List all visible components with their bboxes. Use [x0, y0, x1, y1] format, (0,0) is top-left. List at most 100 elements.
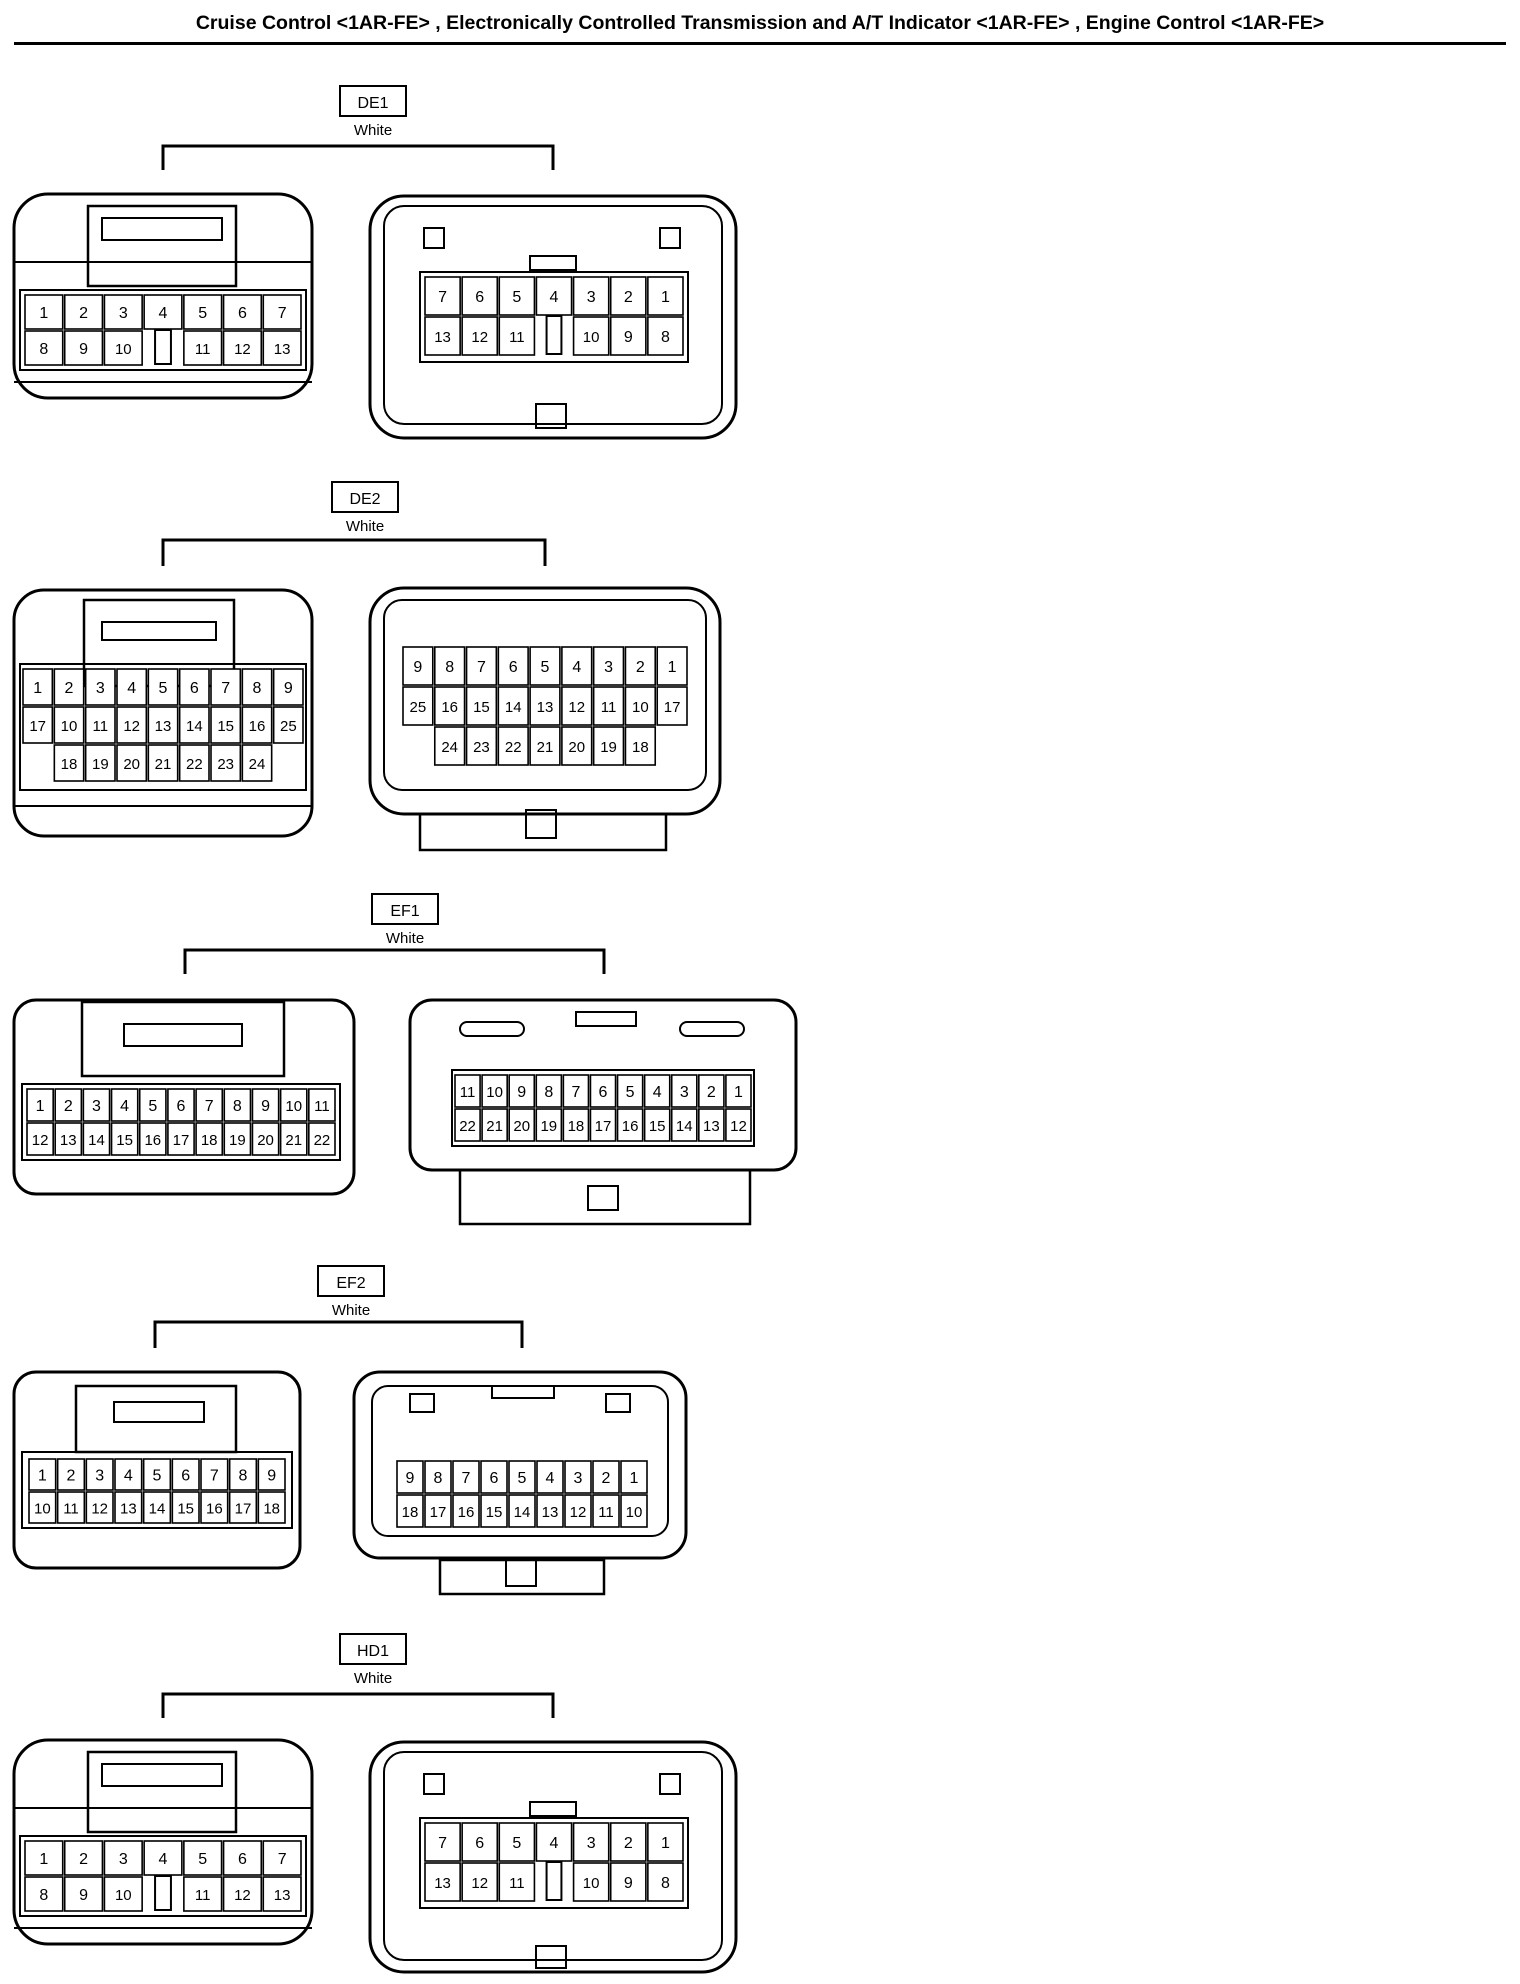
- connector-bracket: [161, 144, 555, 170]
- terminal-cavity: [53, 706, 85, 744]
- terminal-cavity: [647, 1822, 684, 1862]
- terminal-number: 12: [123, 718, 140, 735]
- terminal-cavity: [561, 726, 593, 766]
- terminal-number: 25: [280, 718, 297, 735]
- terminal-number: 23: [217, 756, 234, 773]
- terminal-number: 6: [181, 1468, 190, 1485]
- terminal-number: 5: [198, 305, 207, 322]
- terminal-number: 15: [177, 1501, 194, 1518]
- terminal-number: 8: [239, 1468, 248, 1485]
- terminal-number: 17: [235, 1501, 252, 1518]
- connector-bracket: [183, 948, 606, 974]
- connector-bracket: [153, 1320, 524, 1348]
- connector-code-box: [331, 481, 399, 513]
- connector-color: White: [332, 1302, 370, 1319]
- terminal-number: 2: [707, 1084, 716, 1101]
- terminal-cavity: [461, 316, 499, 356]
- title-divider: [14, 42, 1506, 45]
- terminal-cavity: [562, 1108, 590, 1142]
- terminal-cavity: [222, 1840, 263, 1876]
- terminal-cavity: [433, 686, 466, 726]
- lock-housing: [438, 1558, 606, 1596]
- terminal-number: 2: [64, 1098, 73, 1115]
- terminal-cavity: [84, 706, 116, 744]
- terminal-number: 15: [217, 718, 234, 735]
- terminal-number: 9: [267, 1468, 276, 1485]
- terminal-number: 3: [92, 1098, 101, 1115]
- terminal-number: 9: [413, 659, 422, 676]
- terminal-number: 1: [734, 1084, 743, 1101]
- terminal-cavity: [223, 1122, 252, 1156]
- terminal-number: 16: [441, 699, 458, 716]
- terminal-number: 24: [441, 739, 458, 756]
- terminal-number: 12: [471, 329, 488, 346]
- terminal-cavity: [53, 668, 85, 706]
- terminal-number: 7: [278, 1851, 287, 1868]
- terminal-number: 5: [198, 1851, 207, 1868]
- terminal-cavity: [222, 330, 263, 366]
- terminal-cavity: [241, 668, 273, 706]
- terminal-cavity: [147, 706, 179, 744]
- terminal-number: 11: [195, 341, 211, 358]
- terminal-cavity: [433, 646, 466, 686]
- terminal-number: 15: [486, 1504, 503, 1521]
- terminal-cavity: [171, 1491, 200, 1524]
- terminal-number: 7: [477, 659, 486, 676]
- terminal-cavity: [114, 1458, 143, 1491]
- terminal-cavity: [262, 1876, 302, 1912]
- terminal-cavity: [480, 1494, 508, 1528]
- connector-code-box: [339, 1633, 407, 1665]
- terminal-number: 10: [486, 1084, 503, 1101]
- terminal-cavity: [424, 276, 461, 316]
- terminal-number: 16: [206, 1501, 223, 1518]
- terminal-number: 3: [95, 1468, 104, 1485]
- key-rib: [154, 329, 172, 365]
- connector-code: DE2: [349, 491, 380, 508]
- terminal-cavity: [24, 294, 64, 330]
- terminal-number: 8: [661, 1875, 670, 1892]
- terminal-number: 17: [595, 1118, 612, 1135]
- guide-slot: [659, 227, 681, 249]
- terminal-cavity: [308, 1088, 336, 1122]
- terminal-cavity: [480, 1460, 508, 1494]
- terminal-frame: [419, 271, 689, 363]
- terminal-cavity: [589, 1074, 617, 1108]
- terminal-cavity: [24, 330, 64, 366]
- key-slot: [529, 1801, 577, 1817]
- terminal-cavity: [424, 1494, 452, 1528]
- terminal-number: 11: [93, 718, 109, 735]
- terminal-cavity: [63, 1876, 104, 1912]
- terminal-number: 4: [550, 1835, 559, 1852]
- terminal-number: 1: [38, 1468, 47, 1485]
- terminal-number: 1: [39, 1851, 48, 1868]
- terminal-number: 1: [33, 680, 42, 697]
- terminal-number: 1: [39, 305, 48, 322]
- terminal-number: 8: [233, 1098, 242, 1115]
- latch-slot: [101, 217, 223, 241]
- terminal-number: 13: [434, 1875, 451, 1892]
- terminal-cavity: [670, 1074, 698, 1108]
- locking-latch: [86, 1750, 238, 1834]
- terminal-cavity: [508, 1108, 536, 1142]
- terminal-cavity: [592, 686, 625, 726]
- terminal-cavity: [28, 1458, 57, 1491]
- terminal-cavity: [465, 686, 498, 726]
- terminal-cavity: [609, 316, 647, 356]
- terminal-cavity: [725, 1074, 752, 1108]
- terminal-number: 8: [39, 1887, 48, 1904]
- terminal-number: 3: [119, 1851, 128, 1868]
- terminal-cavity: [424, 316, 461, 356]
- terminal-frame: [451, 1069, 755, 1147]
- terminal-cavity: [210, 706, 242, 744]
- terminal-cavity: [609, 276, 647, 316]
- terminal-number: 18: [632, 739, 649, 756]
- terminal-number: 14: [149, 1501, 166, 1518]
- lock-tab: [535, 403, 567, 429]
